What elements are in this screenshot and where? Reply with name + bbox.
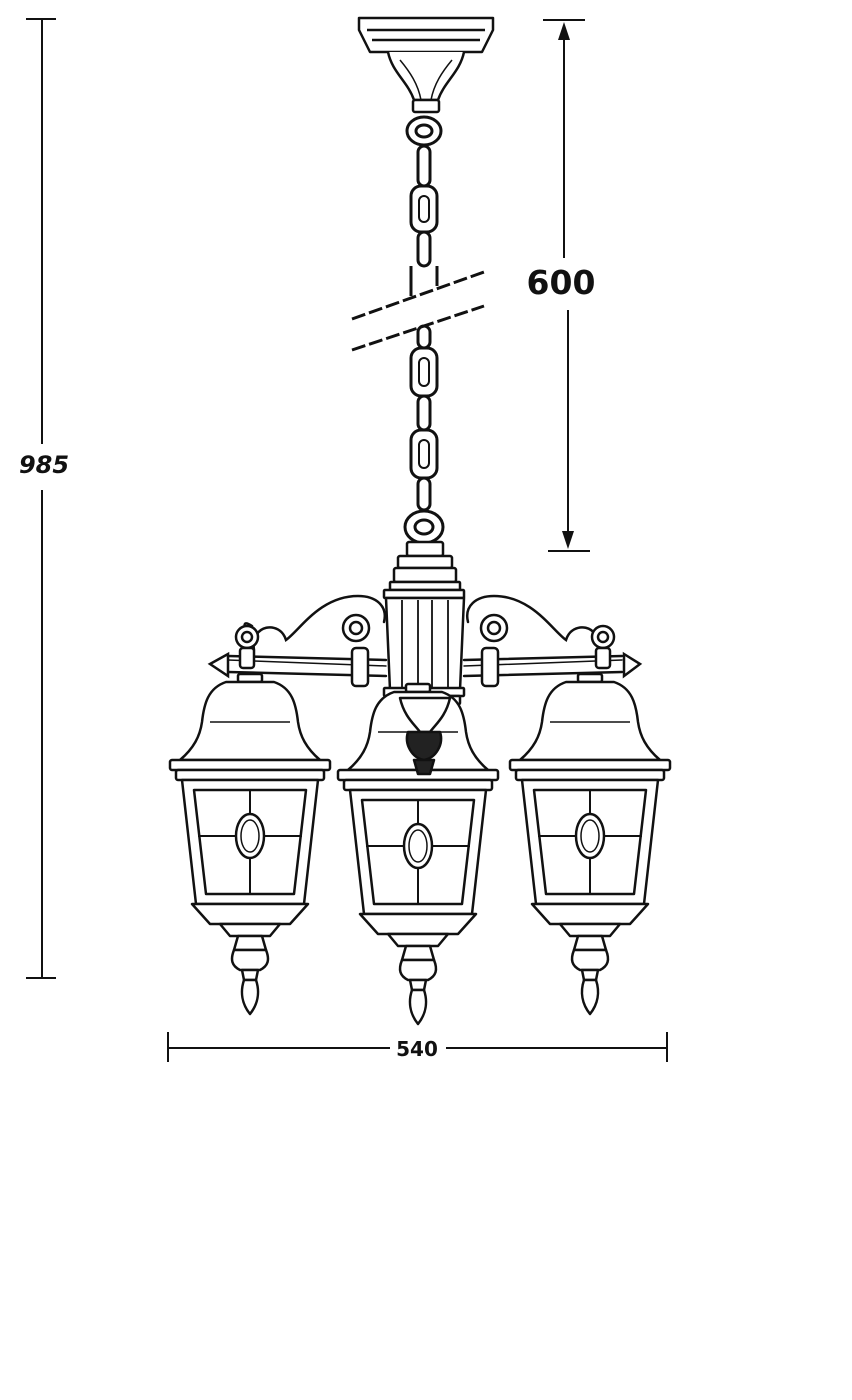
lantern-left [168,672,332,1016]
chain [403,115,445,545]
center-finial-overlay [398,696,452,776]
width-dimension [167,1032,668,1062]
height-dimension [26,18,56,979]
width-dimension-label: 540 [396,1037,438,1061]
ceiling-canopy [357,16,495,114]
arms [207,594,643,688]
lantern-right [508,672,672,1016]
chain-length-label: 600 [527,263,596,302]
chain-break-marks [351,270,485,352]
chain-length-dimension [543,19,590,552]
height-dimension-label: 985 [19,451,69,479]
